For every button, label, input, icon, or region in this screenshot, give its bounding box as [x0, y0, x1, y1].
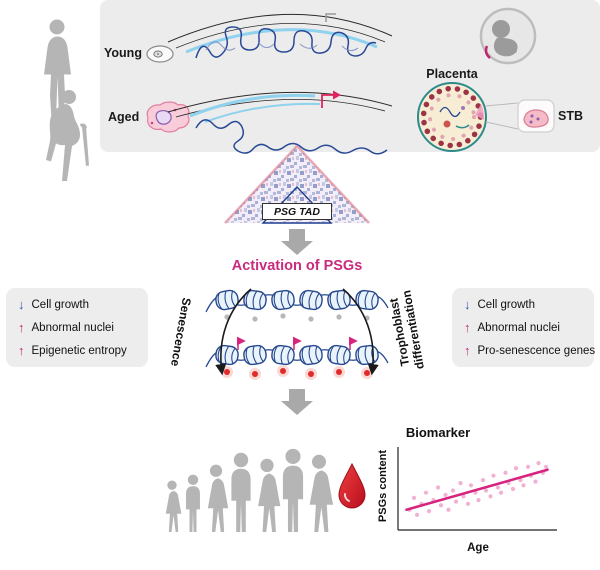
effect-item: ↑ Epigenetic entropy [18, 344, 142, 357]
senescent-cell-icon [146, 101, 190, 133]
trend-line [405, 468, 549, 512]
senescence-arrow [215, 288, 252, 376]
up-trend-icon: ↑ [18, 343, 25, 358]
young-label: Young [104, 46, 142, 60]
effect-item: ↑ Abnormal nuclei [18, 321, 142, 334]
biomarker-chart [397, 447, 557, 531]
effect-item: ↑ Pro-senescence genes [464, 343, 595, 358]
differentiation-effects-box: ↓ Cell growth ↑ Abnormal nuclei ↑ Pro-se… [452, 288, 595, 367]
psgs-content-axis-label: PSGs content [377, 449, 389, 523]
biomarker-title: Biomarker [405, 425, 471, 440]
effect-label: Epigenetic entropy [31, 344, 127, 357]
inactive-promoter-icon [325, 13, 336, 22]
effect-label: Cell growth [31, 298, 90, 311]
repressive-marks [224, 313, 370, 322]
effect-label: Cell growth [477, 298, 536, 311]
nucleosome-row-active [205, 336, 389, 380]
stb-cell-icon [523, 109, 549, 128]
differentiation-arrow [342, 288, 379, 376]
aged-chromatin-icon [167, 90, 393, 155]
scatter-points [407, 461, 549, 518]
psg-tad-label: PSG TAD [262, 203, 332, 220]
effect-item: ↓ Cell growth [464, 298, 588, 311]
aged-woman-silhouette [46, 90, 89, 181]
active-transcription-arrows [236, 336, 358, 350]
placenta-label: Placenta [426, 67, 478, 81]
normal-cell-icon [146, 45, 174, 63]
placenta-icon [417, 82, 487, 152]
blood-drop-icon [338, 462, 366, 509]
active-promoter-arrow [321, 90, 341, 108]
effect-label: Abnormal nuclei [477, 321, 560, 334]
down-arrow-2 [281, 389, 313, 415]
senescence-effects-box: ↓ Cell growth ↑ Abnormal nuclei ↑ Epigen… [6, 288, 148, 367]
age-axis-label: Age [467, 542, 489, 554]
fetus-icon [479, 7, 537, 65]
effect-label: Pro-senescence genes [477, 344, 596, 357]
up-trend-icon: ↑ [464, 343, 471, 358]
down-trend-icon: ↓ [464, 297, 471, 312]
population-silhouettes [165, 448, 334, 532]
stb-callout [484, 99, 555, 133]
effect-item: ↑ Abnormal nuclei [464, 321, 588, 334]
up-trend-icon: ↑ [18, 320, 25, 335]
down-trend-icon: ↓ [18, 297, 25, 312]
nucleosome-row-repressed [205, 288, 389, 322]
activation-title: Activation of PSGs [231, 258, 363, 274]
activation-marks [221, 365, 373, 380]
effect-label: Abnormal nuclei [31, 321, 114, 334]
aged-label: Aged [108, 110, 140, 124]
young-chromatin-icon [167, 13, 393, 59]
stb-label: STB [558, 109, 583, 123]
down-arrow-1 [281, 229, 313, 255]
effect-item: ↓ Cell growth [18, 298, 142, 311]
up-trend-icon: ↑ [464, 320, 471, 335]
